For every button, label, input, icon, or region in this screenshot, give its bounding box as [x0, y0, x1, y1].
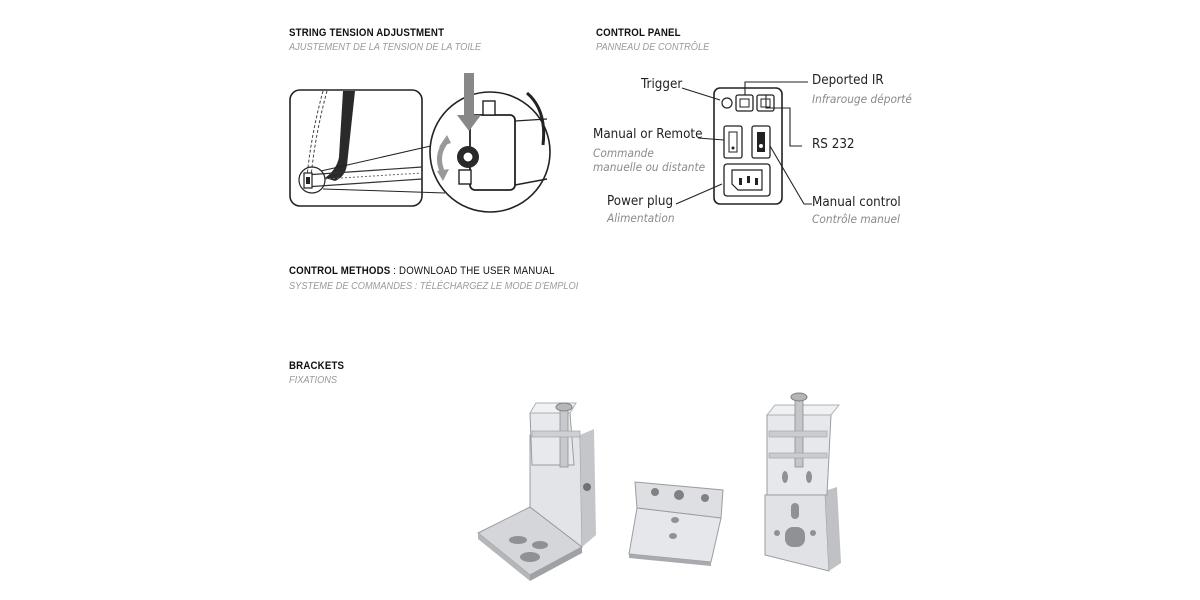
- string-tension-subtitle: AJUSTEMENT DE LA TENSION DE LA TOILE: [289, 41, 482, 53]
- brackets-title: BRACKETS: [289, 360, 345, 372]
- trigger-label: Trigger: [641, 77, 683, 92]
- brackets-subtitle: FIXATIONS: [289, 374, 338, 386]
- bracket-right-image: [764, 392, 841, 572]
- manual-or-remote-label-fr-2: manuelle ou distante: [593, 160, 706, 174]
- control-panel-diagram: [675, 81, 812, 205]
- control-methods-subtitle: SYSTEME DE COMMANDES : TÉLÉCHARGEZ LE MO…: [289, 280, 579, 292]
- deported-ir-label-fr: Infrarouge déporté: [812, 92, 912, 106]
- string-tension-title: STRING TENSION ADJUSTMENT: [289, 27, 445, 39]
- control-methods-title-bold: CONTROL METHODS: [289, 265, 391, 277]
- control-panel-title: CONTROL PANEL: [596, 27, 681, 39]
- manual-or-remote-label: Manual or Remote: [593, 127, 703, 142]
- rs232-label: RS 232: [812, 137, 855, 152]
- manual-control-label: Manual control: [812, 195, 901, 210]
- power-plug-label-fr: Alimentation: [607, 211, 675, 225]
- deported-ir-label: Deported IR: [812, 73, 884, 88]
- manual-or-remote-label-fr-1: Commande: [593, 146, 654, 160]
- manual-control-label-fr: Contrôle manuel: [812, 212, 901, 226]
- control-methods-download-link[interactable]: : DOWNLOAD THE USER MANUAL: [393, 265, 555, 277]
- trigger-port-icon: [721, 97, 733, 109]
- bracket-plate-image: [628, 481, 724, 566]
- bracket-left-image: [477, 402, 596, 581]
- tension-adjustment-illustration: [289, 73, 551, 213]
- control-methods-title: CONTROL METHODS : DOWNLOAD THE USER MANU…: [289, 265, 555, 277]
- power-plug-label: Power plug: [607, 194, 674, 209]
- control-panel-subtitle: PANNEAU DE CONTRÔLE: [596, 41, 710, 53]
